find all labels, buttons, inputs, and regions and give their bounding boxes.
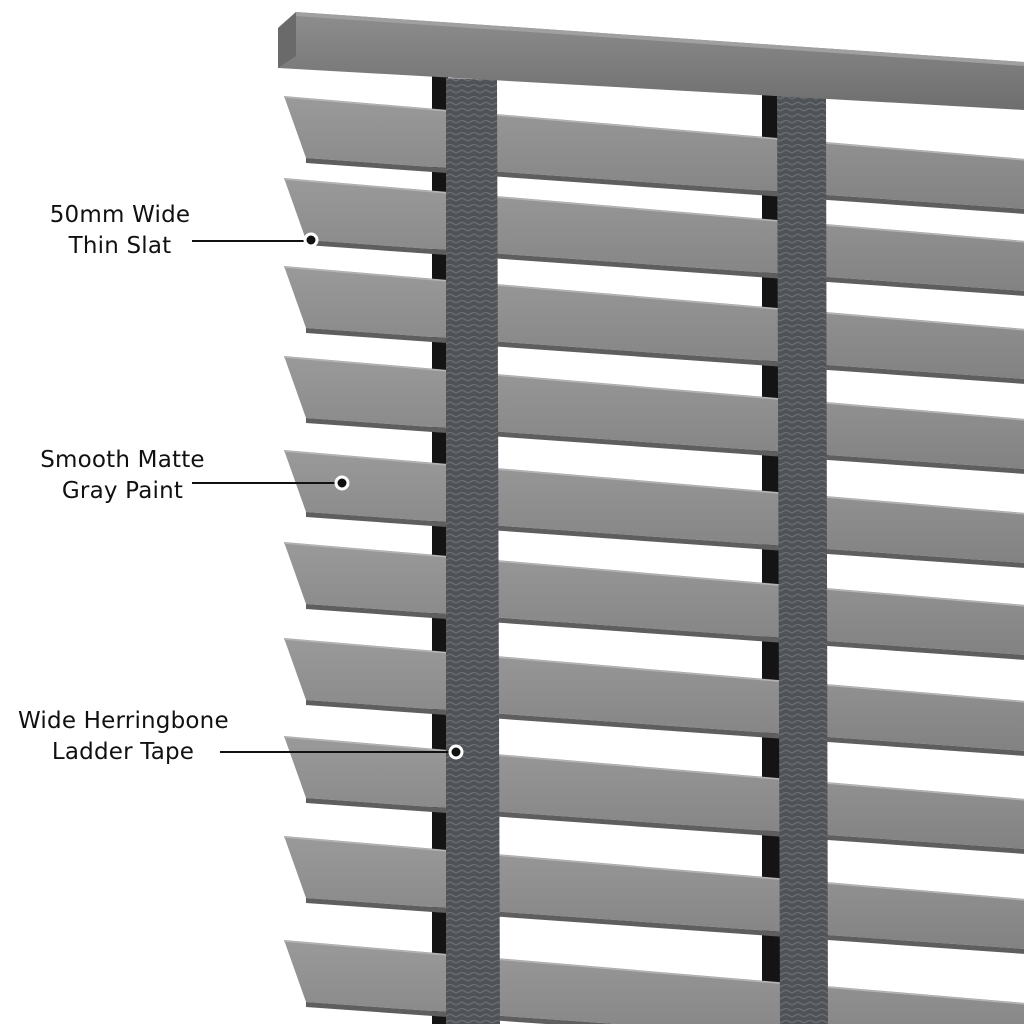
leader-dot-slat [303,232,319,248]
callout-paint-line1: Smooth Matte [40,447,205,473]
slat-highlight [283,450,1024,515]
callout-paint-line2: Gray Paint [61,478,184,504]
callout-slat-line2: Thin Slat [68,233,172,259]
slat-stack [283,96,1024,1024]
slat-highlight [283,96,1024,161]
slat-highlight [283,736,1024,801]
callout-tape-line1: Wide Herringbone [18,708,229,734]
slat-edge [306,1002,617,1024]
slat-highlight [283,178,1024,243]
ladder-tapes [446,78,828,1024]
slat [284,638,1024,751]
headrail [278,12,1024,110]
ladder-tape-right [777,96,828,1024]
callout-label-tape: Wide Herringbone Ladder Tape [18,706,229,768]
slat-highlight [283,940,1024,1005]
callout-leaders [192,232,464,760]
slat-highlight [283,542,1024,607]
slat-highlight [283,836,1024,901]
callout-slat-line1: 50mm Wide [49,202,191,228]
ladder-tape-left [446,78,500,1024]
leader-dot-tape [448,744,464,760]
slat [284,450,1024,563]
slat-highlight [283,638,1024,703]
leader-dot-paint [334,475,350,491]
callout-label-slat: 50mm Wide Thin Slat [30,200,210,262]
slat-highlight [283,266,1024,331]
callout-tape-line2: Ladder Tape [51,739,195,765]
slat-highlight [283,356,1024,421]
slat [284,836,1024,949]
callout-label-paint: Smooth Matte Gray Paint [30,445,215,507]
